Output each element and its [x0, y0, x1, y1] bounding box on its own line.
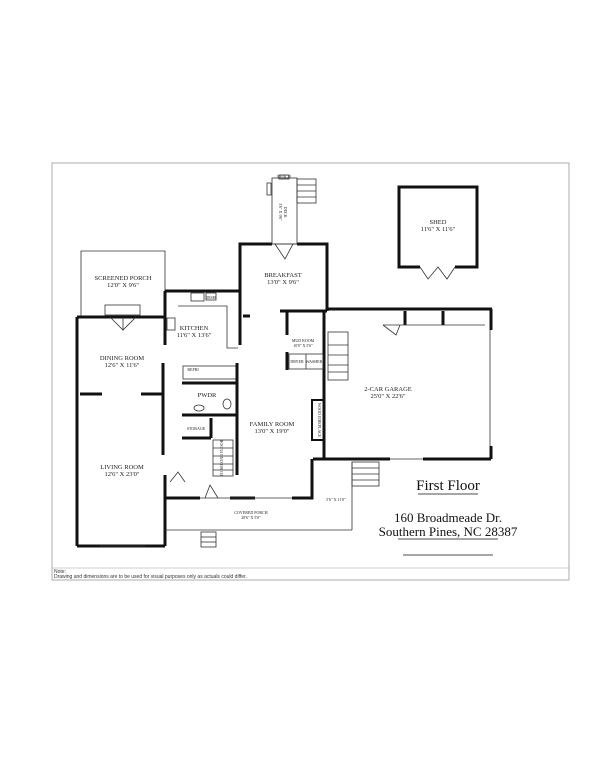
dining-living-walls — [75, 291, 167, 548]
deck — [266, 174, 317, 245]
living-room-name: LIVING ROOM — [100, 464, 144, 471]
address-line2: Southern Pines, NC 28387 — [379, 524, 518, 539]
screened-porch-name: SCREENED PORCH — [95, 275, 152, 282]
garage — [313, 307, 493, 487]
mud-room — [280, 309, 349, 459]
garage-name: 2-CAR GARAGE — [364, 386, 412, 393]
storage-label: STORAGE — [187, 426, 206, 431]
garage-size: 25'0" X 22'6" — [370, 393, 405, 400]
screened-porch-size: 12'0" X 9'6" — [107, 282, 139, 289]
breakfast — [238, 242, 329, 345]
kitchen — [165, 289, 240, 349]
powder-storage — [182, 363, 239, 477]
covered-porch-name: COVERED PORCH — [234, 510, 267, 515]
fireplace-label: WOOD FIREPLACE — [317, 403, 322, 438]
breakfast-size: 13'0" X 9'6" — [267, 279, 299, 286]
deck-name: DECK — [283, 207, 288, 218]
dining-room-size: 12'6" X 11'6" — [105, 362, 140, 369]
dish-label: DISH — [206, 295, 215, 300]
breakfast-name: BREAKFAST — [264, 272, 301, 279]
shed-name: SHED — [430, 219, 447, 226]
stoop-size: 5'6" X 11'0" — [326, 497, 346, 502]
deck-size: 3'6" X 9'6" — [278, 203, 283, 221]
refri-label: REFRI — [187, 367, 199, 372]
mud-room-name: MUD ROOM — [292, 338, 315, 343]
dryer-label: DRYER — [290, 359, 304, 364]
covered-porch-size: 28'6" X 5'0" — [241, 515, 261, 520]
note-text: Drawing and dimensions are to be used fo… — [54, 574, 247, 580]
kitchen-name: KITCHEN — [180, 325, 209, 332]
page-border — [51, 162, 570, 581]
address-line1: 160 Broadmeade Dr. — [394, 510, 502, 525]
pwdr-label: PWDR — [198, 392, 217, 399]
shed — [397, 185, 479, 280]
bench-label: BENCH — [277, 174, 291, 179]
family-room-name: FAMILY ROOM — [250, 421, 295, 428]
covered-porch — [165, 459, 353, 548]
screened-porch — [77, 250, 166, 331]
stairs-label: TO SECOND FLOOR — [219, 439, 224, 476]
family-room-size: 13'0" X 19'0" — [254, 428, 289, 435]
note-heading: Note: — [54, 569, 66, 575]
kitchen-size: 11'6" X 13'6" — [177, 332, 212, 339]
mud-room-size: 10'0" X 5'6" — [293, 343, 313, 348]
shed-size: 11'6" X 11'6" — [421, 226, 456, 233]
living-room-size: 12'6" X 23'0" — [104, 471, 139, 478]
washer-label: WASHER — [306, 359, 323, 364]
dining-room-name: DINING ROOM — [100, 355, 144, 362]
floor-title: First Floor — [416, 478, 480, 494]
